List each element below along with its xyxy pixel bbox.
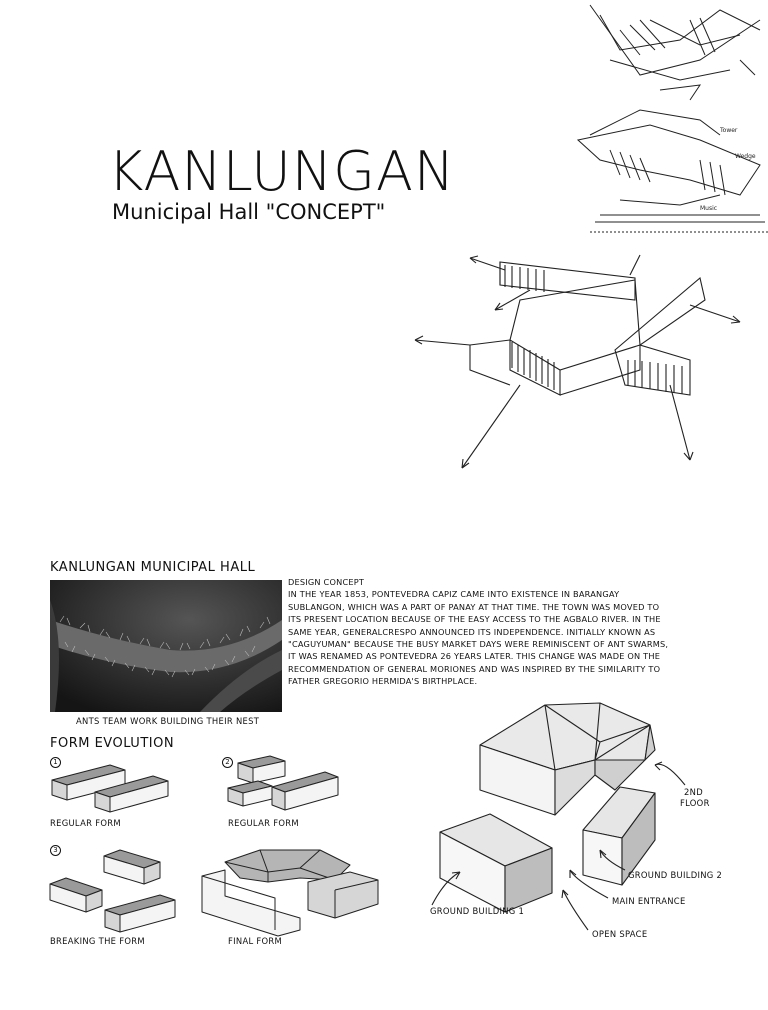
concept-line: RECOMMENDATION OF GENERAL MORIONES AND W…: [288, 663, 661, 674]
exploded-massing-diagram: [431, 702, 686, 931]
concept-line: "CAGUYUMAN" BECAUSE THE BUSY MARKET DAYS…: [288, 639, 669, 650]
page-subtitle: Municipal Hall "CONCEPT": [112, 200, 386, 224]
sketch-note: Tower: [719, 127, 738, 134]
section-heading-municipal-hall: KANLUNGAN MUNICIPAL HALL: [50, 560, 256, 575]
concept-line: FATHER GREGORIO HERMIDA'S BIRTHPLACE.: [288, 676, 478, 687]
step-number-badge: 2: [222, 757, 233, 768]
design-concept-heading: DESIGN CONCEPT: [288, 577, 365, 587]
step-label: REGULAR FORM: [228, 818, 299, 828]
label-ground-building-2: GROUND BUILDING 2: [628, 870, 723, 880]
step-label: REGULAR FORM: [50, 818, 121, 828]
sketch-note: Music: [700, 205, 717, 212]
ant-nest-photo: [50, 580, 282, 712]
label-floor: FLOOR: [680, 798, 710, 808]
label-open-space: OPEN SPACE: [592, 929, 648, 939]
concept-line: IT WAS RENAMED AS PONTEVEDRA 26 YEARS LA…: [288, 651, 661, 662]
design-concept-text: DESIGN CONCEPT IN THE YEAR 1853, PONTEVE…: [288, 576, 684, 688]
concept-line: IN THE YEAR 1853, PONTEVEDRA CAPIZ CAME …: [288, 589, 620, 600]
sketch-note: Wedge: [735, 153, 756, 160]
massing-sketch: [414, 254, 741, 469]
concept-sketch-top: Tower Wedge Music: [576, 4, 768, 233]
concept-line: ITS PRESENT LOCATION BECAUSE OF THE EASY…: [288, 614, 661, 625]
step-number-badge: 3: [50, 845, 61, 856]
concept-line: SUBLANGON, WHICH WAS A PART OF PANAY AT …: [288, 601, 660, 612]
page-title: KANLUNGAN: [108, 140, 456, 203]
label-main-entrance: MAIN ENTRANCE: [612, 896, 686, 906]
photo-caption: ANTS TEAM WORK BUILDING THEIR NEST: [76, 716, 260, 726]
form-evolution-diagrams: [49, 755, 379, 937]
label-ground-building-1: GROUND BUILDING 1: [430, 906, 525, 916]
label-2nd: 2ND: [684, 787, 703, 797]
section-heading-form-evolution: FORM EVOLUTION: [50, 736, 175, 751]
concept-line: SAME YEAR, GENERALCRESPO ANNOUNCED ITS I…: [288, 626, 656, 637]
step-label: BREAKING THE FORM: [50, 936, 145, 946]
step-label: FINAL FORM: [228, 936, 283, 946]
step-number-badge: 1: [50, 757, 61, 768]
